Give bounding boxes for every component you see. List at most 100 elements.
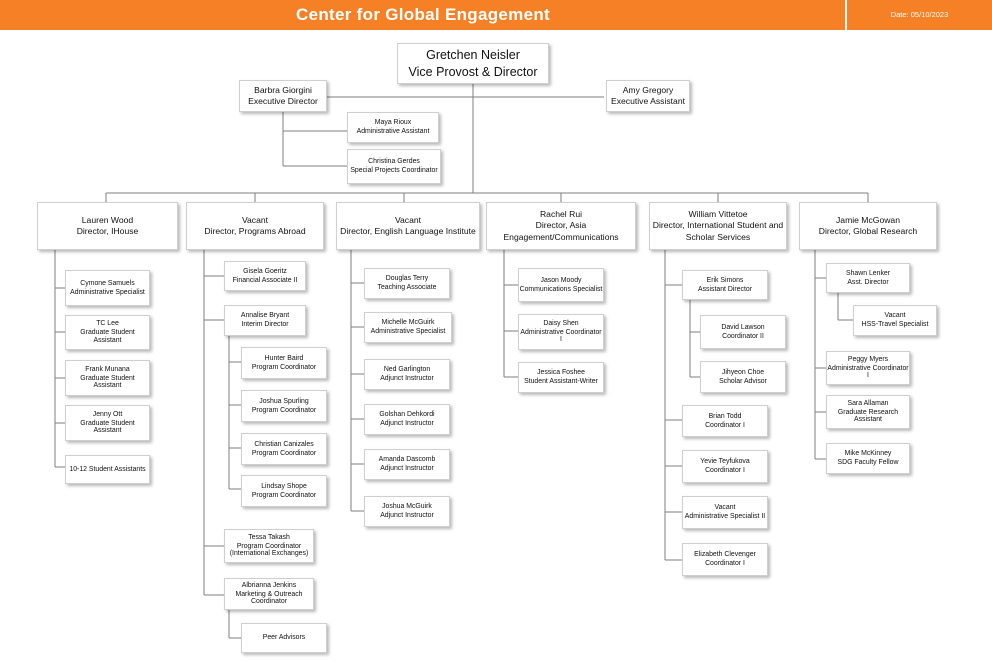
- person-name: Albrianna Jenkins: [241, 581, 297, 589]
- person-name: Daisy Shen: [543, 319, 579, 327]
- position-title: Graduate Student Assistant: [80, 419, 135, 435]
- position-title: Graduate Student Assistant: [80, 374, 135, 390]
- header-bar: Center for Global Engagement Date: 05/10…: [0, 0, 992, 30]
- position-title: Graduate Student Assistant: [80, 329, 135, 344]
- person-name: Amanda Dascomb: [378, 456, 436, 464]
- person-name: Gisela Goeritz: [243, 267, 287, 275]
- position-title: Adjunct Instructor: [380, 420, 434, 427]
- person-name: Vacant: [884, 312, 906, 320]
- page-title: Center for Global Engagement: [296, 5, 550, 24]
- person-name: Jihyeon Choe: [721, 368, 765, 376]
- person-name: Shawn Lenker: [845, 269, 891, 277]
- person-name: Michelle McGuirk: [381, 319, 435, 327]
- position-title: 10-12 Student Assistants: [69, 465, 146, 473]
- person-name: Hunter Baird: [264, 354, 304, 362]
- position-title: Director, International Student and Scho…: [652, 220, 784, 242]
- position-title: Financial Associate II: [232, 276, 298, 284]
- position-title: Adjunct Instructor: [380, 375, 434, 382]
- position-title: Executive Director: [248, 96, 318, 106]
- position-title: Coordinator I: [705, 560, 745, 567]
- person-name: Gretchen Neisler: [426, 47, 520, 62]
- position-title: Adjunct Instructor: [380, 465, 434, 472]
- position-title: Program Coordinator (International Excha…: [229, 542, 309, 558]
- person-name: Amy Gregory: [622, 84, 674, 95]
- person-name: Jenny Ott: [92, 410, 123, 418]
- position-title: SDG Faculty Fellow: [837, 459, 899, 466]
- position-title: Program Coordinator: [251, 449, 317, 457]
- position-title: Asst. Director: [847, 278, 889, 286]
- position-title: Administrative Specialist: [70, 288, 145, 296]
- person-name: Peggy Myers: [847, 355, 889, 363]
- position-title: Director, IHouse: [76, 226, 139, 236]
- person-name: Jessica Foshee: [537, 369, 585, 377]
- person-name: Cymone Samuels: [80, 279, 135, 287]
- person-name: Jamie McGowan: [836, 214, 900, 225]
- position-title: Executive Assistant: [610, 96, 686, 106]
- person-name: Joshua McGuirk: [382, 503, 432, 511]
- org-box-students-1012: 10-12 Student Assistants: [65, 455, 150, 484]
- person-name: David Lawson: [721, 323, 765, 331]
- person-name: Christian Canizales: [254, 440, 314, 448]
- person-name: Christina Gerdes: [368, 158, 420, 166]
- position-title: Coordinator I: [705, 421, 745, 429]
- position-title: Marketing & Outreach Coordinator: [235, 590, 303, 606]
- position-title: Interim Director: [241, 321, 289, 328]
- person-name: Vacant: [714, 504, 736, 512]
- position-title: Teaching Associate: [377, 284, 437, 291]
- position-title: Director, Asia Engagement/Communications: [503, 220, 619, 242]
- position-title: Special Projects Coordinator: [350, 167, 438, 174]
- position-title: Communications Specialist: [519, 285, 603, 293]
- person-name: Jason Moody: [540, 276, 582, 284]
- position-title: Administrative Coordinator I: [827, 364, 909, 380]
- person-name: Tessa Takash: [248, 533, 290, 541]
- position-title: Coordinator II: [722, 332, 764, 340]
- person-name: Yevie Teyfukova: [700, 458, 750, 466]
- person-name: Golshan Dehkordi: [379, 411, 435, 419]
- position-title: Scholar Advisor: [719, 377, 767, 385]
- position-title: Administrative Assistant: [356, 128, 430, 135]
- position-title: Program Coordinator: [251, 406, 317, 414]
- position-title: Administrative Specialist: [370, 328, 446, 335]
- person-name: TC Lee: [96, 320, 119, 328]
- person-name: Brian Todd: [708, 412, 742, 420]
- person-name: Mike McKinney: [844, 450, 892, 458]
- position-title: Vice Provost & Director: [408, 64, 538, 79]
- person-name: Annalise Bryant: [240, 312, 290, 320]
- person-name: Sara Allaman: [847, 399, 889, 407]
- person-name: Frank Munana: [85, 365, 130, 373]
- date-label: Date: 05/10/2023: [890, 10, 949, 19]
- person-name: William Vittetoe: [688, 209, 748, 220]
- person-name: Lindsay Shope: [261, 482, 307, 490]
- person-name: Vacant: [241, 214, 269, 225]
- position-title: Assistant Director: [698, 285, 752, 293]
